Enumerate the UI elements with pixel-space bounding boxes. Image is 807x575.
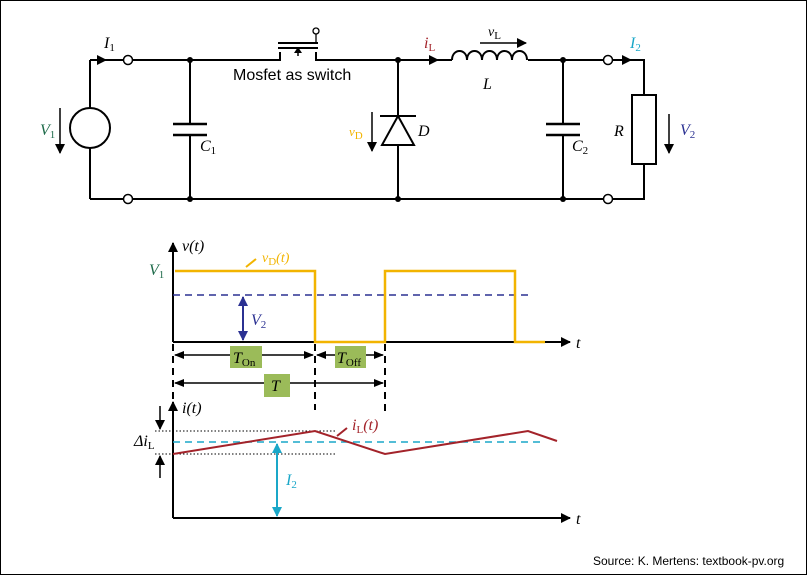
l-label: L [482, 76, 492, 93]
terminal-input-top [122, 54, 134, 66]
wire-output-to-resistor [612, 59, 645, 95]
toff-box [335, 346, 366, 368]
i-axis-t-label: t [576, 511, 581, 528]
inductor-icon [451, 50, 528, 61]
vl-label: vL [488, 25, 501, 42]
ripple-label: ΔiL [133, 433, 155, 452]
voltage-plot: v(t) t V1 vD(t) V2 [149, 238, 581, 352]
v-axis-t-label: t [576, 335, 581, 352]
source-credit: Source: K. Mertens: textbook-pv.org [593, 554, 784, 568]
voltage-source-icon [69, 107, 111, 149]
vd-legend-tick [245, 258, 257, 268]
diode-icon [380, 113, 416, 146]
i2-label: I2 [629, 35, 641, 54]
terminal-output-top [602, 54, 614, 66]
circuit: I1 V1 C1 Mosfet as switch iL vL L vD D C… [40, 25, 695, 205]
current-plot: i(t) t iL(t) ΔiL I2 [133, 400, 581, 528]
v2-span-label: V2 [251, 312, 266, 331]
i-axis-label: i(t) [182, 400, 202, 417]
i1-label: I1 [103, 35, 115, 54]
v1-label: V1 [40, 122, 55, 141]
terminal-input-bottom [122, 193, 134, 205]
il-waveform [172, 429, 558, 456]
wire-bottom-resistor [612, 164, 645, 200]
period-box [264, 374, 290, 397]
resistor-icon [631, 94, 657, 165]
c1-label: C1 [200, 138, 216, 157]
ton-label: TOn [233, 350, 256, 369]
v1-level-label: V1 [149, 262, 164, 281]
il-legend-label: iL(t) [352, 417, 378, 436]
vd-label: vD [349, 124, 363, 142]
ton-box [230, 346, 262, 368]
r-label: R [613, 123, 624, 140]
timing-dimensions: TOn TOff T [172, 344, 386, 412]
il-legend-tick [336, 427, 348, 437]
c2-label: C2 [572, 138, 588, 157]
vd-legend-label: vD(t) [262, 251, 290, 268]
v-axis-label: v(t) [182, 238, 204, 255]
terminal-output-bottom [602, 193, 614, 205]
toff-label: TOff [337, 350, 361, 369]
mosfet-icon [274, 27, 320, 61]
il-label: iL [424, 35, 435, 54]
mosfet-label: Mosfet as switch [233, 67, 351, 84]
i2-span-label: I2 [285, 472, 297, 491]
d-label: D [417, 123, 430, 140]
period-label: T [271, 378, 281, 395]
vd-waveform [175, 269, 545, 344]
v2-label: V2 [680, 122, 695, 141]
